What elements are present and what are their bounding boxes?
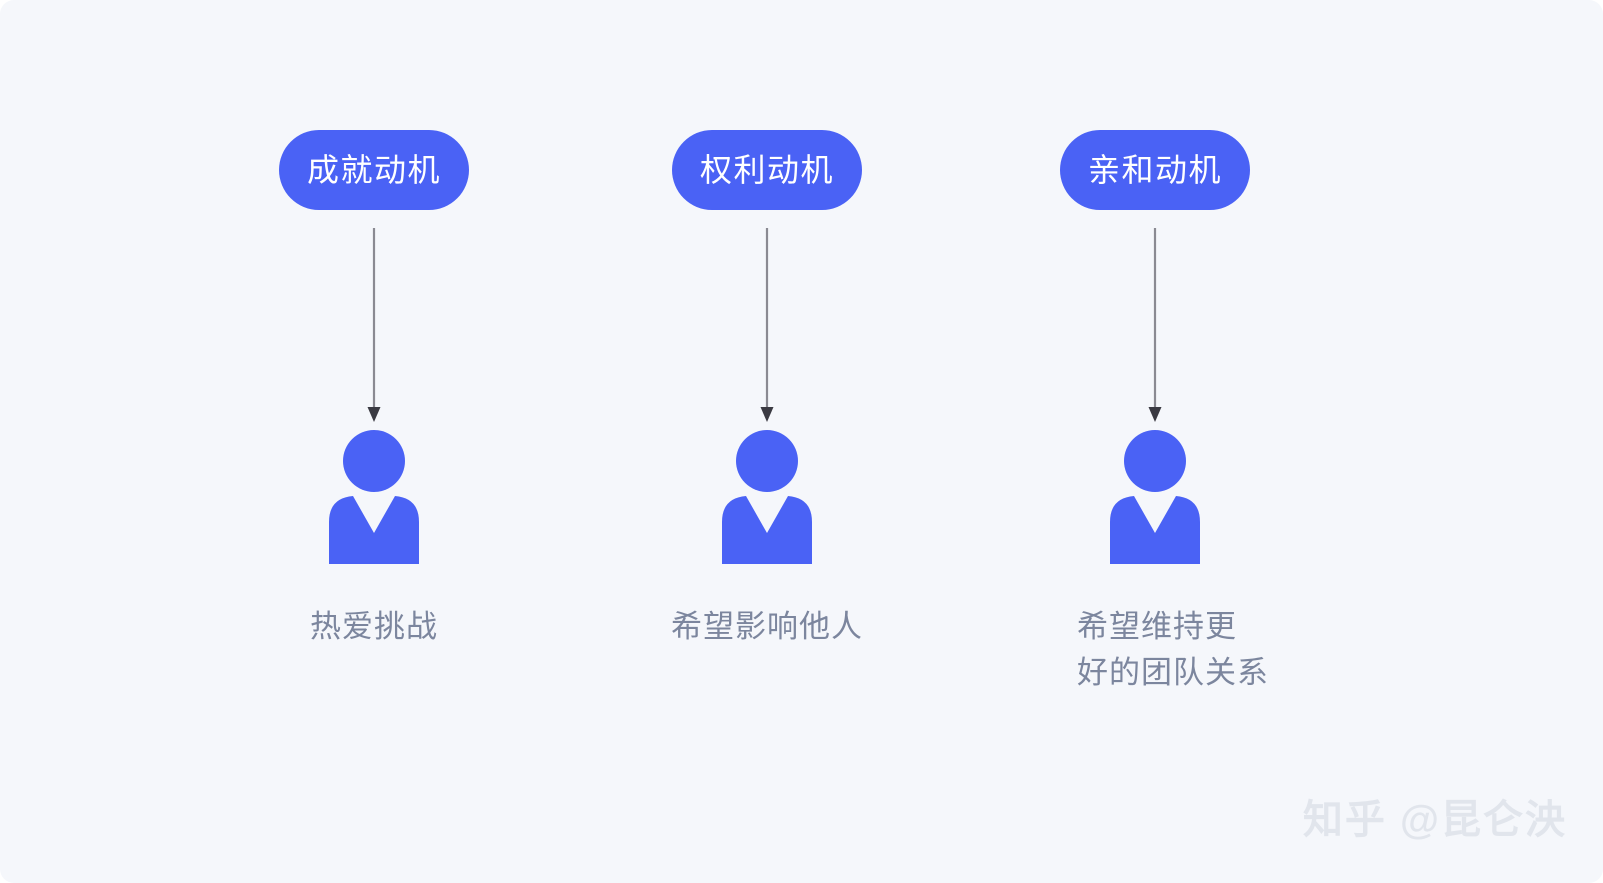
motivation-caption-power: 希望影响他人: [671, 609, 863, 644]
person-icon: [214, 430, 534, 564]
watermark: 知乎 @昆仑泱: [1302, 798, 1567, 842]
person-icon: [607, 430, 927, 564]
motivation-pill-power[interactable]: 权利动机: [671, 130, 862, 210]
arrow-down-icon: [607, 228, 927, 424]
motivation-pill-achievement[interactable]: 成就动机: [278, 130, 469, 210]
motivation-column-achievement: 成就动机 热爱挑战: [214, 0, 534, 883]
motivation-caption-achievement: 热爱挑战: [310, 609, 438, 644]
pill-wrapper: 权利动机: [607, 130, 927, 210]
motivation-column-affiliation: 亲和动机 希望维持更 好的团队关系: [995, 0, 1315, 883]
arrow-down-icon: [214, 228, 534, 424]
pill-wrapper: 成就动机: [214, 130, 534, 210]
arrow-down-icon: [995, 228, 1315, 424]
pill-wrapper: 亲和动机: [995, 130, 1315, 210]
motivation-pill-affiliation[interactable]: 亲和动机: [1059, 130, 1250, 210]
person-icon: [995, 430, 1315, 564]
motivation-column-power: 权利动机 希望影响他人: [607, 0, 927, 883]
motivation-caption-affiliation: 希望维持更 好的团队关系: [1077, 609, 1269, 690]
